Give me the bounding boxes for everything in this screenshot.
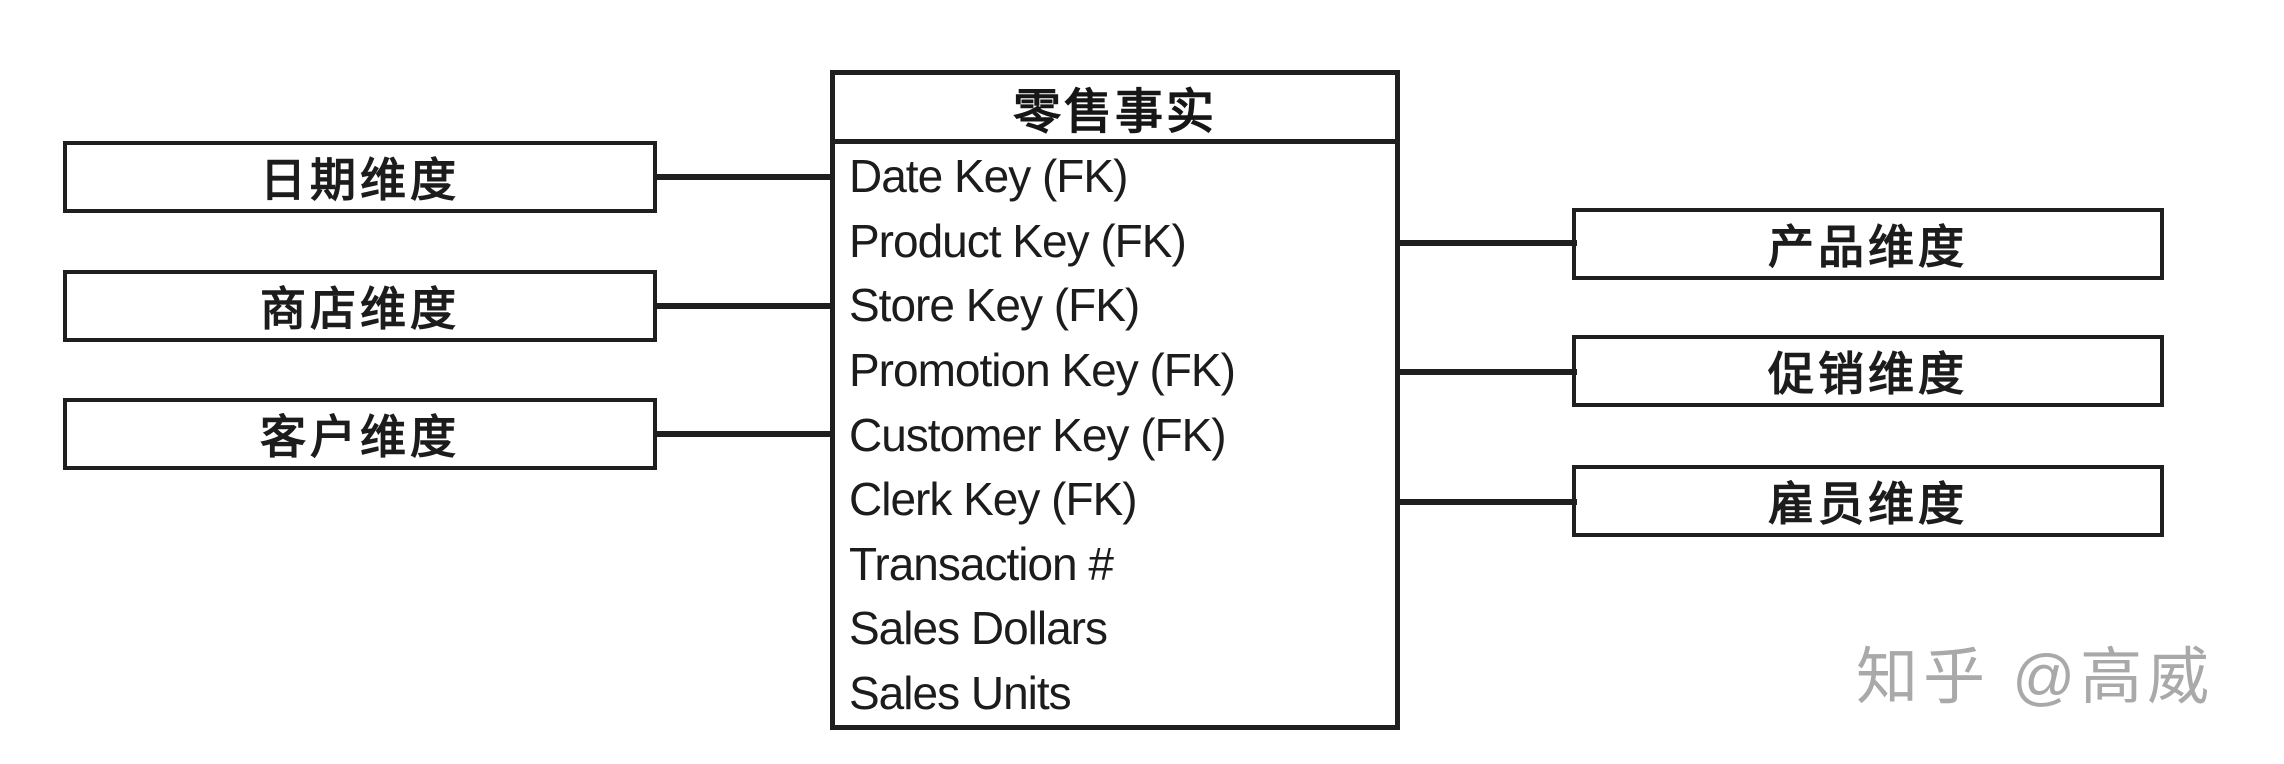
watermark: 知乎 @高威 xyxy=(1856,643,2215,712)
connector-line-date xyxy=(655,174,835,180)
dimension-label-product: 产品维度 xyxy=(1768,221,1968,273)
dimension-label-employee: 雇员维度 xyxy=(1768,478,1968,530)
dimension-box-date: 日期维度 xyxy=(63,141,657,213)
connector-line-product xyxy=(1395,240,1577,246)
dimension-box-store: 商店维度 xyxy=(63,270,657,342)
dimension-label-promotion: 促销维度 xyxy=(1768,348,1968,400)
dimension-label-store: 商店维度 xyxy=(260,283,460,335)
dimension-label-date: 日期维度 xyxy=(260,154,460,206)
fact-field-sales-units: Sales Units xyxy=(849,666,1072,719)
fact-field-clerk-key: Clerk Key (FK) xyxy=(849,473,1138,526)
fact-table: 零售事实 Date Key (FK) Product Key (FK) Stor… xyxy=(830,70,1400,730)
fact-field-product-key: Product Key (FK) xyxy=(849,214,1187,267)
connector-line-employee xyxy=(1395,499,1577,505)
fact-field-transaction-number: Transaction # xyxy=(849,537,1114,590)
dimension-box-employee: 雇员维度 xyxy=(1572,465,2164,537)
fact-field-customer-key: Customer Key (FK) xyxy=(849,408,1227,461)
fact-field-promotion-key: Promotion Key (FK) xyxy=(849,343,1236,396)
fact-field-date-key: Date Key (FK) xyxy=(849,150,1128,203)
connector-line-store xyxy=(655,303,835,309)
dimension-label-customer: 客户维度 xyxy=(260,411,460,463)
fact-field-sales-dollars: Sales Dollars xyxy=(849,602,1108,655)
dimension-box-customer: 客户维度 xyxy=(63,398,657,470)
fact-table-fields: Date Key (FK) Product Key (FK) Store Key… xyxy=(835,144,1395,725)
fact-field-store-key: Store Key (FK) xyxy=(849,279,1140,332)
connector-line-promotion xyxy=(1395,369,1577,375)
dimension-box-product: 产品维度 xyxy=(1572,208,2164,280)
connector-line-customer xyxy=(655,431,835,437)
dimension-box-promotion: 促销维度 xyxy=(1572,335,2164,407)
fact-table-title: 零售事实 xyxy=(835,75,1395,144)
